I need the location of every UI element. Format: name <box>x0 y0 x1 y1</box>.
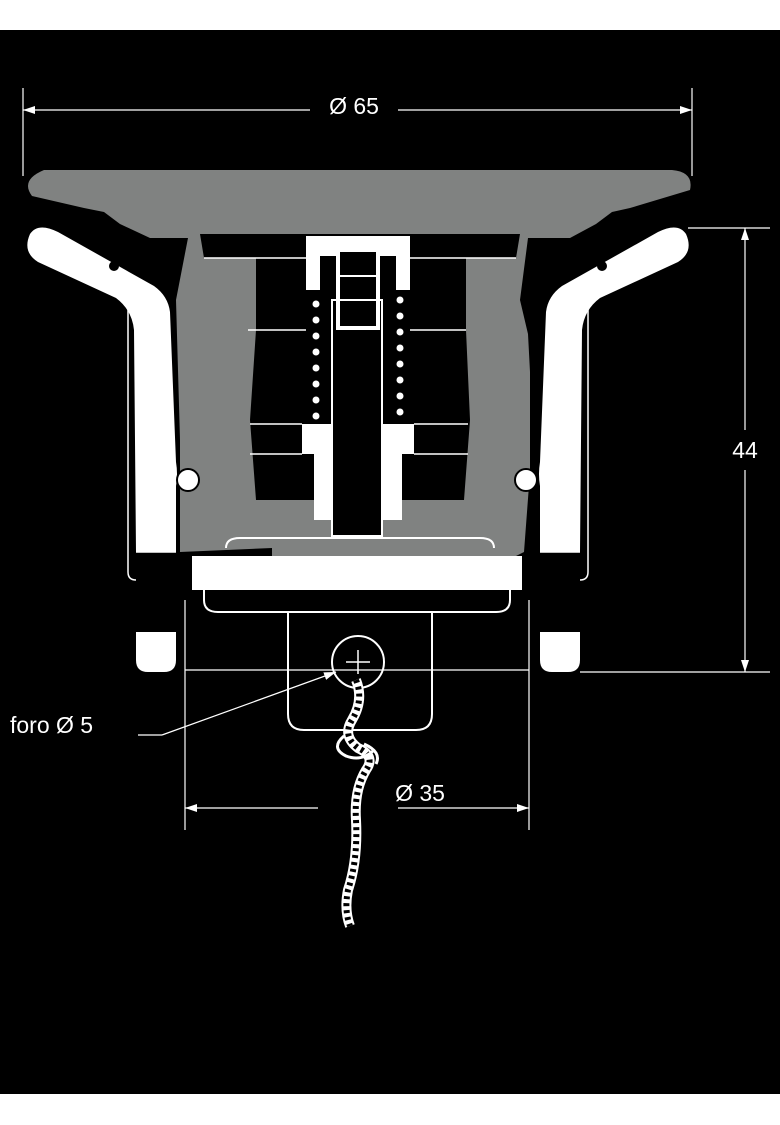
rope <box>336 678 379 928</box>
chain-tab <box>287 612 433 731</box>
left-foot-band <box>136 552 176 632</box>
right-spring <box>396 296 404 416</box>
dimension-lines <box>22 88 770 830</box>
internal-guides <box>204 257 516 455</box>
disc-outline <box>225 537 495 549</box>
left-collar <box>302 424 332 520</box>
left-o-ring <box>176 468 200 492</box>
drain-plug <box>27 170 691 731</box>
label-hole: foro Ø 5 <box>10 712 93 738</box>
dimension-labels: Ø 65 44 foro Ø 5 Ø 35 <box>10 93 758 806</box>
right-collar <box>382 424 414 520</box>
central-stem <box>331 299 383 537</box>
left-spring <box>312 300 320 420</box>
label-diameter-inner: Ø 35 <box>395 780 445 806</box>
disc-bottom-outline <box>203 590 511 613</box>
plug-disc <box>192 556 522 590</box>
right-foot-band <box>540 552 580 632</box>
label-diameter-outer: Ø 65 <box>329 93 379 119</box>
right-o-ring <box>514 468 538 492</box>
label-height: 44 <box>732 437 758 463</box>
